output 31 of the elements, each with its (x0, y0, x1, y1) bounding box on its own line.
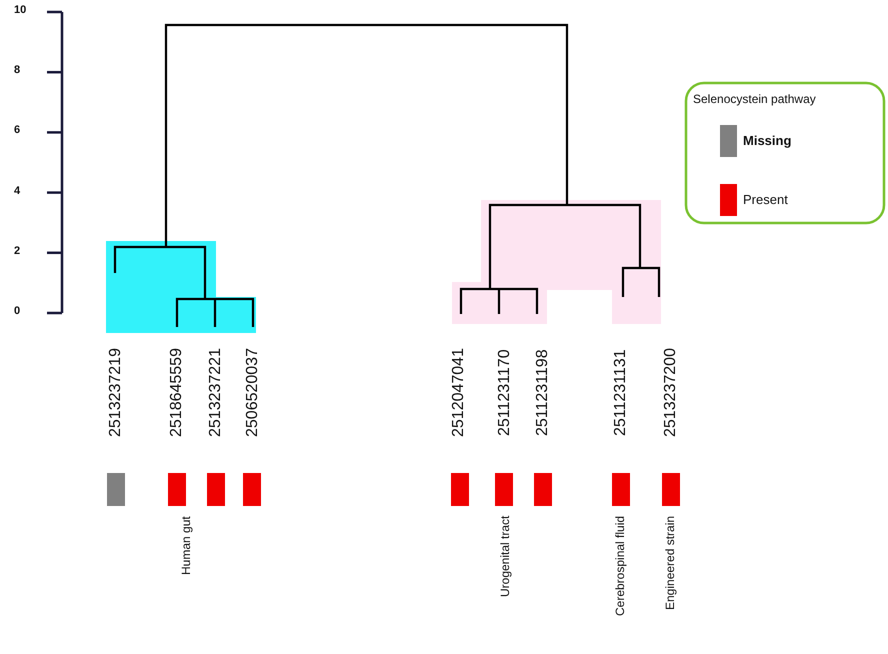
status-marker (107, 473, 125, 506)
leaf-id-label: 2513237221 (207, 348, 225, 436)
legend-title: Selenocystein pathway (693, 92, 816, 106)
status-marker (207, 473, 225, 506)
leaf-id-label: 2512047041 (450, 348, 468, 436)
leaf-id-label: 2506520037 (244, 348, 262, 436)
leaf-id-label: 2513237200 (662, 348, 680, 436)
leaf-id-label: 2511231198 (534, 348, 552, 436)
status-marker (662, 473, 680, 506)
status-marker (534, 473, 552, 506)
leaf-id-label: 2511231170 (496, 348, 514, 436)
axis-tick-label: 4 (14, 184, 20, 197)
status-marker (243, 473, 261, 506)
status-marker (495, 473, 513, 506)
status-marker (168, 473, 186, 506)
habitat-label: Cerebrospinal fluid (613, 516, 627, 616)
habitat-label: Human gut (179, 516, 193, 575)
axis-tick-label: 0 (14, 305, 20, 317)
habitat-label: Engineered strain (663, 516, 677, 610)
habitat-label: Urogenital tract (498, 516, 512, 597)
legend-label: Present (743, 192, 788, 207)
leaf-id-label: 2513237219 (107, 348, 125, 436)
axis-tick-label: 2 (14, 244, 20, 257)
status-marker (612, 473, 630, 506)
axis-tick-label: 8 (14, 64, 20, 76)
axis-tick-label: 10 (14, 4, 26, 16)
axis-tick-label: 6 (14, 124, 20, 136)
status-marker (451, 473, 469, 506)
legend-label: Missing (743, 133, 792, 148)
leaf-id-label: 2511231131 (612, 348, 630, 436)
leaf-id-label: 2518645559 (168, 348, 186, 436)
